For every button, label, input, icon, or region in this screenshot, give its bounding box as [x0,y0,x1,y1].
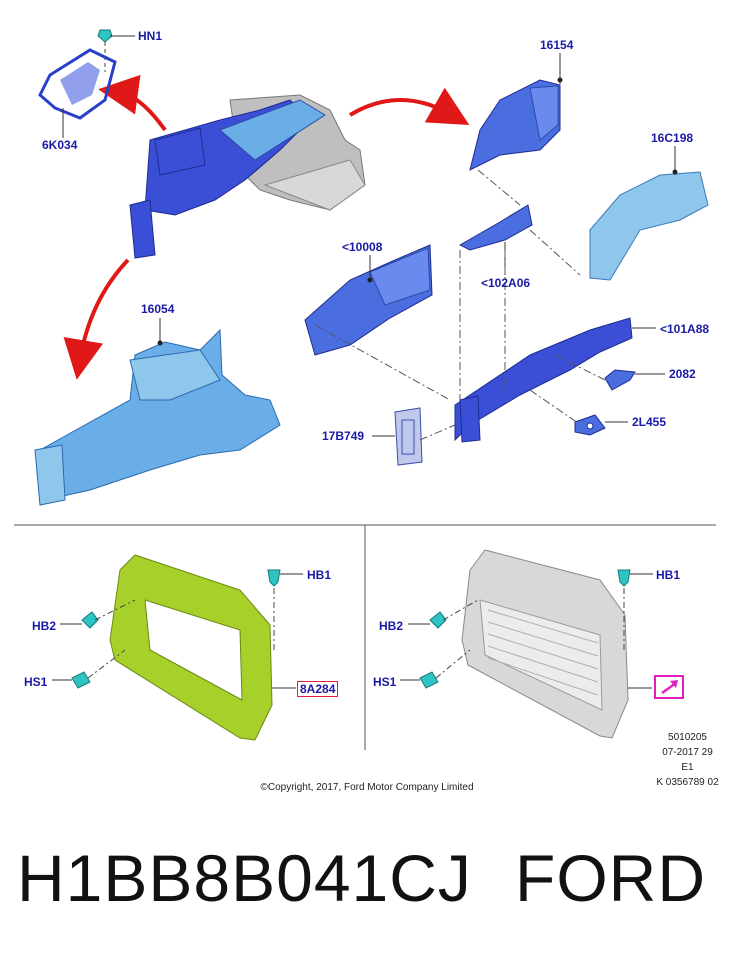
part-17b749 [372,407,423,466]
callout-10008: <10008 [342,240,383,254]
radiator-assembly-grey [461,549,652,739]
callout-left-hb2: HB2 [32,619,57,633]
assembly-pointer-icon [654,675,684,699]
callout-6k034: 6K034 [42,138,78,152]
callout-16c198: 16C198 [651,131,694,145]
part-2l455 [574,414,628,436]
callout-101a88: <101A88 [660,322,710,336]
callout-8a284: 8A284 [297,681,339,697]
part-16154 [469,53,563,171]
part-101a88 [454,317,656,443]
callout-left-hs1: HS1 [24,675,48,689]
bracket-6k034 [38,48,117,138]
reference-line-2: 07-2017 29 [662,747,713,758]
callout-102a06: <102A06 [481,276,531,290]
callout-hn1: HN1 [138,29,163,43]
part-10008 [304,244,433,356]
hn1-nut-icon [97,29,135,72]
right-fasteners [400,569,653,689]
callout-17b749: 17B749 [322,429,365,443]
callout-2082: 2082 [669,367,696,381]
callout-16054: 16054 [141,302,175,316]
part-2082 [604,369,665,391]
left-fasteners [52,569,303,689]
red-arrow-to-6k034 [98,74,167,132]
callout-right-hb1: HB1 [656,568,681,582]
part-number: H1BB8B041CJ [17,841,472,915]
red-arrow-to-16054 [63,258,130,380]
part-16054 [34,318,281,506]
assembly-guide-lines [314,169,606,441]
part-102a06 [458,204,533,275]
callout-16154: 16154 [540,38,574,52]
callout-left-hb1: HB1 [307,568,332,582]
reference-line-3: E1 [681,762,694,773]
radiator-support-8a284 [109,554,296,741]
copyright-notice: ©Copyright, 2017, Ford Motor Company Lim… [260,782,474,793]
red-arrow-to-exploded [348,87,470,125]
callout-2l455: 2L455 [632,415,667,429]
diagram-reference-codes: 5010205 07-2017 29 E1 K 0356789 02 [640,730,734,790]
reference-line-4: K 0356789 02 [656,777,719,788]
brand-name: FORD [515,841,706,915]
part-16c198 [589,146,709,281]
reference-line-1: 5010205 [668,732,707,743]
callout-right-hs1: HS1 [373,675,397,689]
exploded-parts-diagram [14,29,716,750]
callout-right-hb2: HB2 [379,619,404,633]
front-structure-assembly [129,94,366,259]
